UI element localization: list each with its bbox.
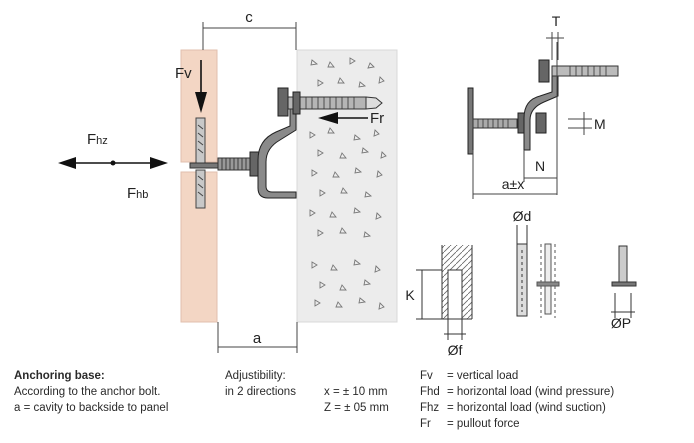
detail-rod bbox=[472, 118, 518, 129]
anchor-nut-b bbox=[292, 91, 301, 115]
dimension-a bbox=[217, 322, 298, 353]
detail-nut-right bbox=[535, 112, 547, 134]
concrete-wall bbox=[296, 49, 398, 323]
label-a-x: a±x bbox=[502, 176, 524, 192]
label-fhb: Fhb bbox=[127, 185, 148, 202]
adjustibility-z: Z = ± 05 mm bbox=[324, 402, 389, 414]
anchor-nut-a bbox=[277, 87, 289, 117]
dowel-thread bbox=[197, 124, 204, 197]
label-t: T bbox=[552, 13, 561, 29]
support-plate bbox=[189, 162, 221, 169]
dowel-pin-upper bbox=[195, 117, 206, 165]
z-bracket bbox=[257, 97, 297, 199]
dimension-n bbox=[523, 150, 557, 182]
fv-arrow bbox=[195, 60, 207, 113]
concrete-aggregate bbox=[309, 57, 387, 310]
label-f: Øf bbox=[448, 342, 463, 358]
detail-anchor-nut bbox=[538, 59, 550, 83]
dimension-t bbox=[546, 32, 564, 60]
adjustibility-x: x = ± 10 mm bbox=[324, 386, 388, 398]
label-fv: Fv bbox=[175, 65, 192, 82]
dimension-a-x bbox=[472, 150, 557, 199]
anchor-tip bbox=[365, 96, 383, 110]
dimension-m bbox=[568, 112, 592, 135]
legend-forces: Fv= vertical load Fhd= horizontal load (… bbox=[420, 368, 614, 432]
threaded-rod bbox=[217, 157, 253, 171]
label-c: c bbox=[245, 9, 253, 26]
detail-anchor bbox=[551, 65, 619, 77]
label-a: a bbox=[253, 330, 262, 347]
detail-anchor-thread bbox=[569, 66, 607, 76]
label-fr: Fr bbox=[370, 110, 384, 127]
label-d: Ød bbox=[513, 208, 532, 224]
dowel-d-detail bbox=[516, 225, 528, 317]
adjustibility-title: Adjustibility: bbox=[225, 370, 286, 382]
anchoring-title: Anchoring base: bbox=[14, 370, 105, 382]
label-n: N bbox=[535, 158, 545, 174]
adjustibility-line-1: in 2 directions bbox=[225, 386, 296, 398]
label-k: K bbox=[405, 287, 415, 303]
dowel-p-detail bbox=[611, 245, 637, 318]
label-m: M bbox=[594, 116, 606, 132]
horizontal-force-arrow bbox=[58, 157, 168, 169]
anchoring-line-1: According to the anchor bolt. bbox=[14, 386, 161, 398]
dimension-c bbox=[202, 22, 297, 50]
label-p: ØP bbox=[611, 315, 631, 331]
detail-rod-thread bbox=[477, 119, 509, 128]
dowel-sleeve-detail bbox=[536, 243, 560, 318]
legend-anchoring: Anchoring base: According to the anchor … bbox=[14, 368, 168, 416]
force-row: Fv= vertical load bbox=[420, 370, 519, 382]
panel-hole-detail bbox=[416, 245, 473, 340]
legend-adjustibility: Adjustibility: in 2 directions x = ± 10 … bbox=[225, 368, 389, 416]
detail-panel-plate bbox=[467, 87, 474, 155]
label-fhz: Fhz bbox=[87, 131, 108, 148]
force-row: Fhd= horizontal load (wind pressure) bbox=[420, 386, 615, 398]
force-row: Fhz= horizontal load (wind suction) bbox=[420, 402, 606, 414]
dowel-pin-lower bbox=[195, 169, 206, 209]
anchoring-line-2: a = cavity to backside to panel bbox=[14, 402, 169, 414]
force-row: Fr= pullout force bbox=[420, 418, 520, 430]
fr-arrow bbox=[318, 112, 368, 124]
rod-thread bbox=[221, 158, 247, 170]
